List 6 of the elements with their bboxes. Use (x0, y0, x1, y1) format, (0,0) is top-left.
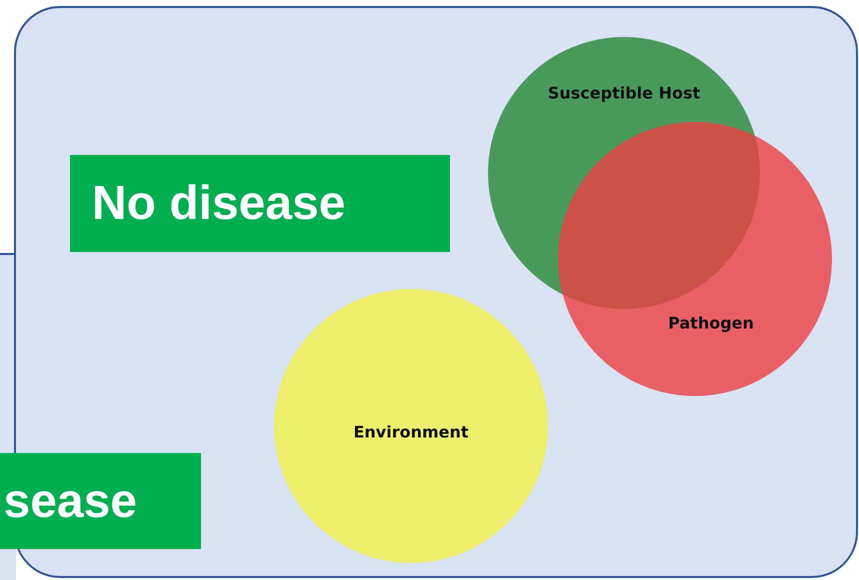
circle-label: Susceptible Host (548, 84, 700, 102)
circle-label: Environment (353, 422, 469, 442)
outcome-label (70, 155, 450, 252)
circle-label: Pathogen (668, 314, 754, 332)
outcome-text: sease (4, 474, 137, 528)
outcome-text: No disease (92, 176, 346, 231)
